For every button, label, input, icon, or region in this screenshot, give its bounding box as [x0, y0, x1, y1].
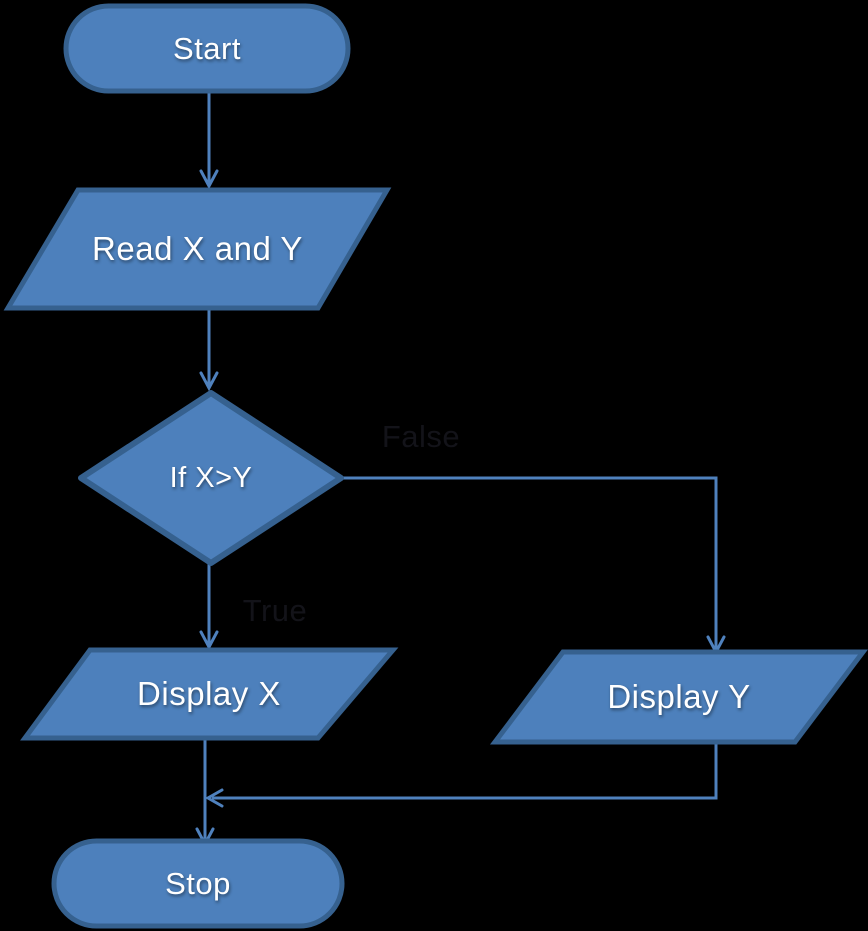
arrowhead-down-icon	[199, 630, 219, 651]
node-display-x-parallelogram	[20, 647, 399, 741]
node-display-y-parallelogram	[489, 649, 868, 745]
node-decision-diamond	[78, 390, 344, 566]
edge-read-to-decision	[199, 308, 219, 392]
edge-decision-true-to-display-x	[199, 563, 219, 651]
node-read-x-and-y-parallelogram	[3, 187, 392, 311]
arrowhead-left-icon	[204, 788, 224, 808]
node-start-terminator	[63, 3, 351, 94]
edge-start-to-read	[199, 91, 219, 190]
edge-decision-false-to-display-y	[341, 476, 726, 656]
edge-display-x-to-stop	[195, 738, 215, 848]
node-stop-terminator	[51, 838, 345, 929]
edge-line	[212, 742, 718, 800]
arrowhead-down-icon	[199, 169, 219, 190]
arrowhead-down-icon	[199, 371, 219, 392]
edge-line	[341, 476, 718, 650]
edge-display-y-to-merge	[204, 742, 718, 808]
